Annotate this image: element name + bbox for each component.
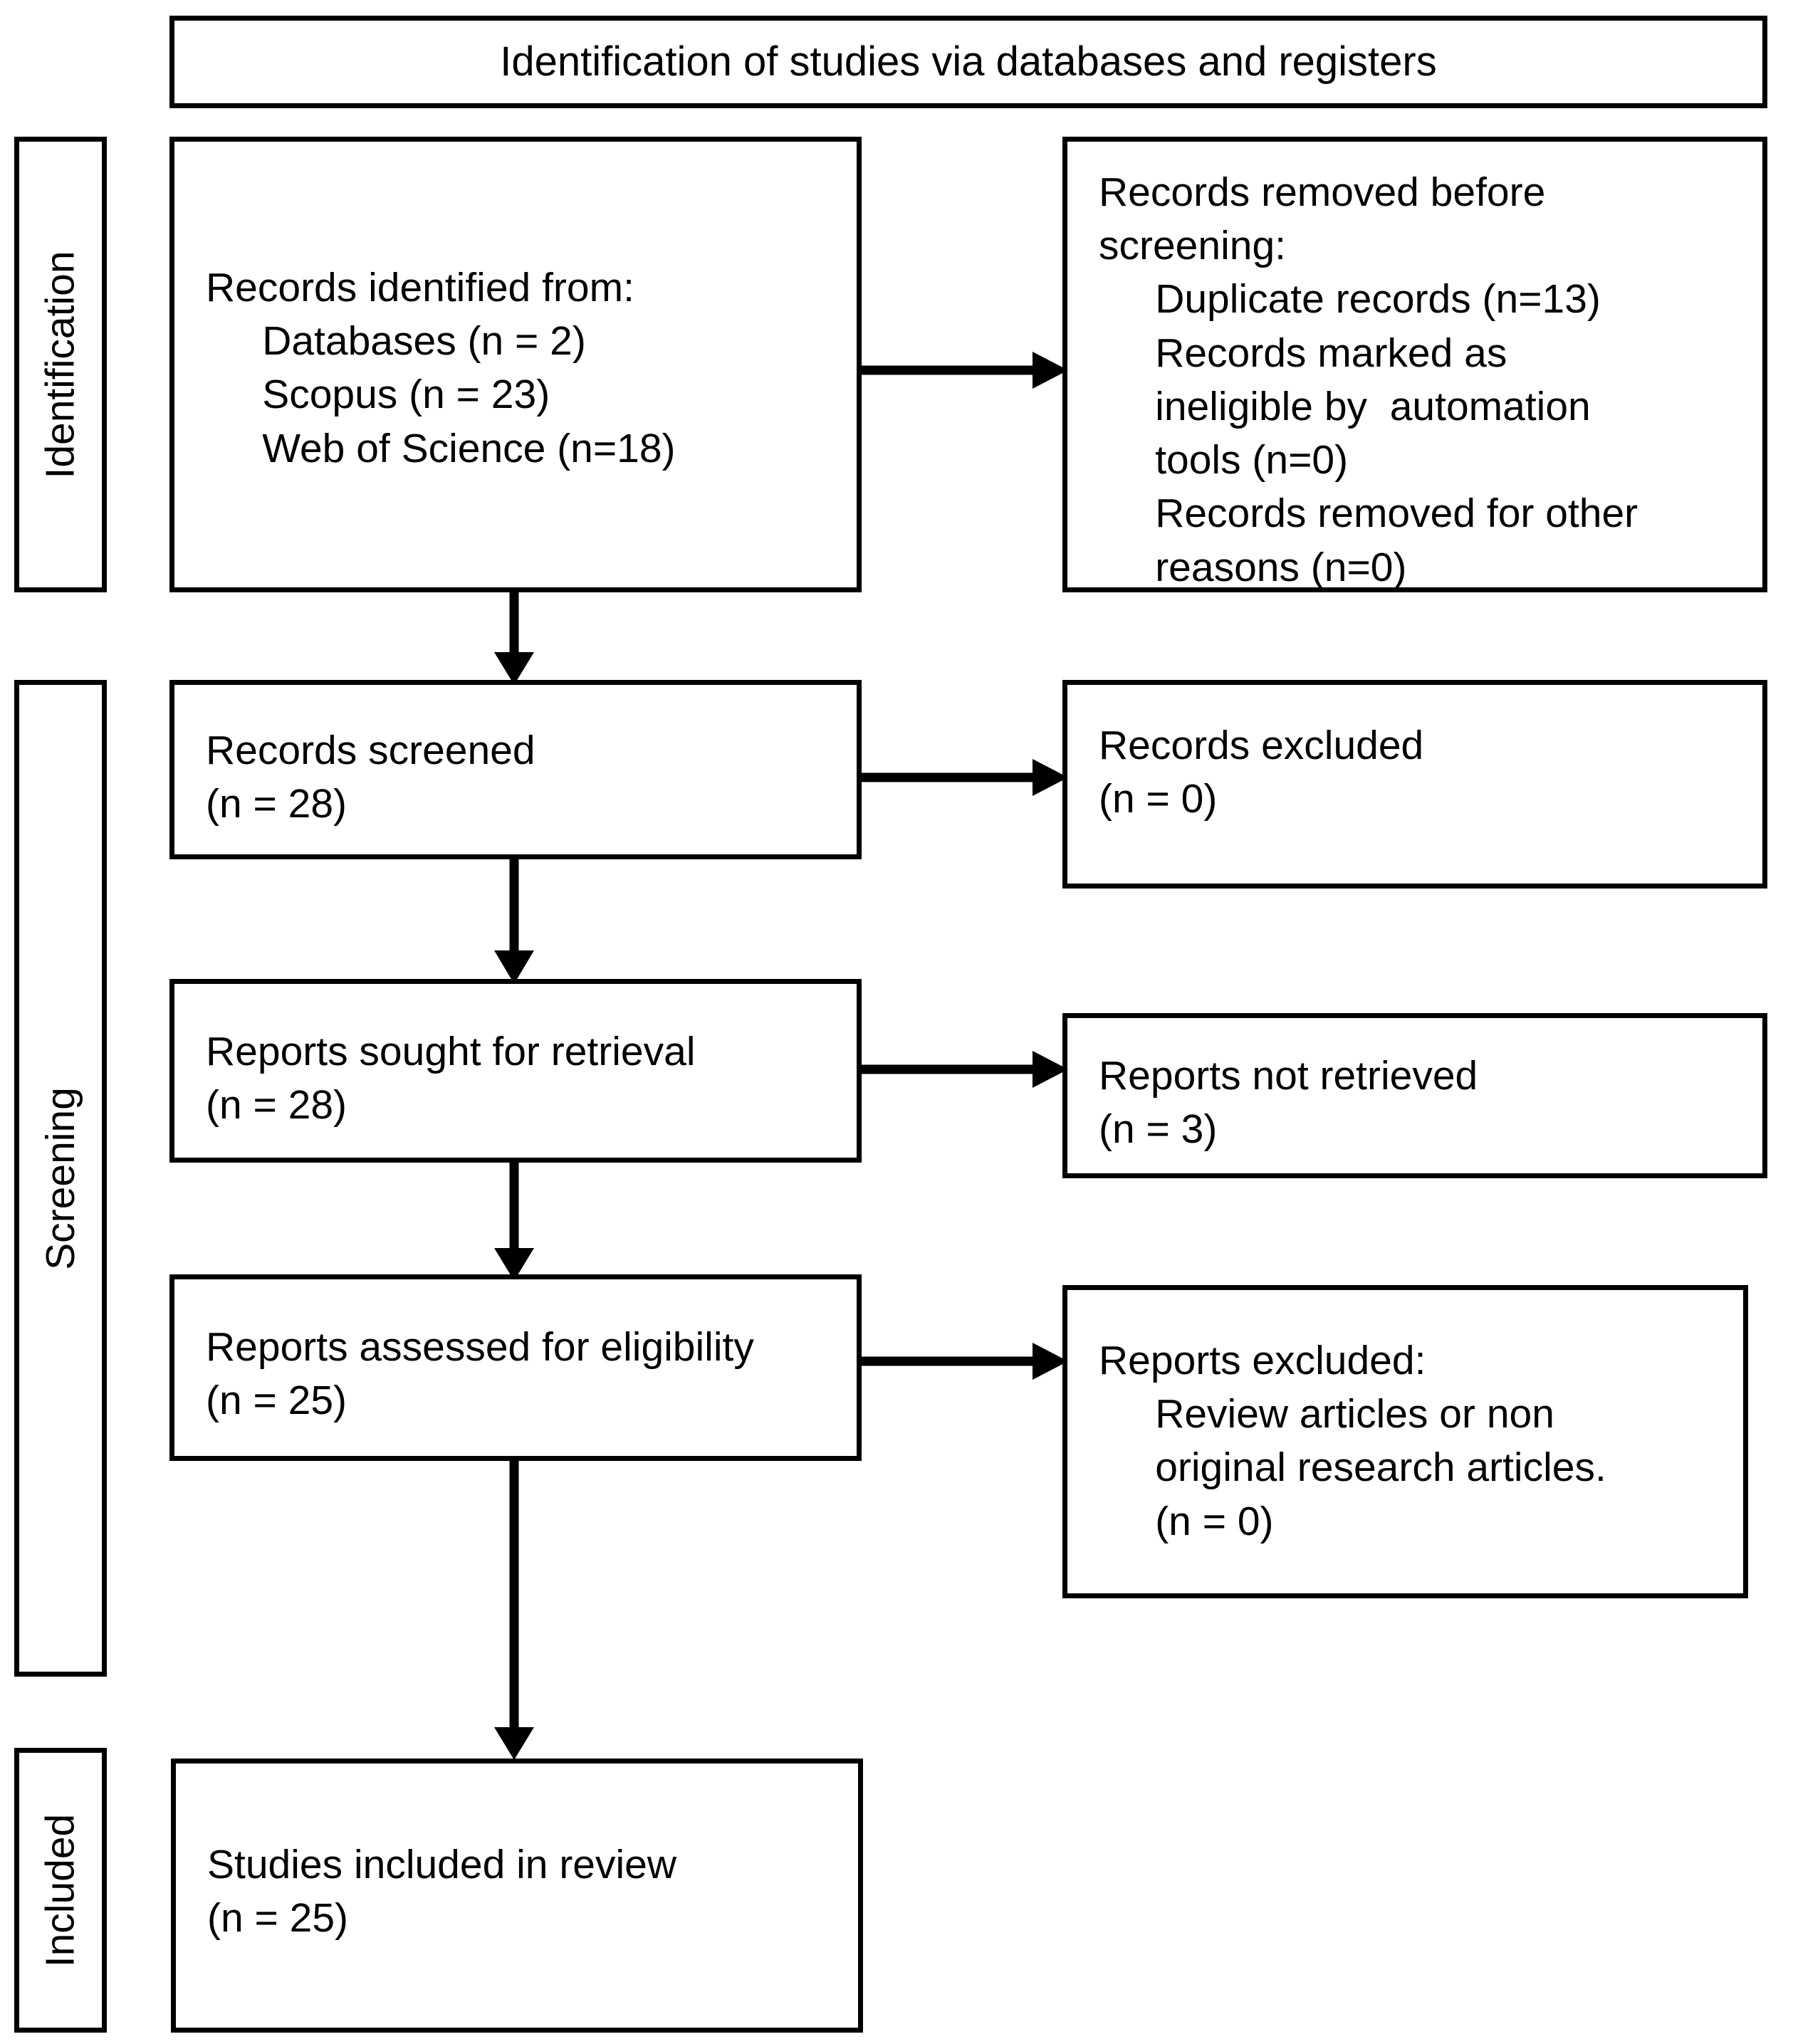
box-reports-not-retrieved: Reports not retrieved (n = 3) [1062,1013,1767,1178]
arrow-assessed-to-included [494,1457,534,1760]
box-records-screened-text: Records screened (n = 28) [206,728,535,827]
box-records-removed-text: Records removed before screening: Duplic… [1099,169,1638,590]
box-records-removed: Records removed before screening: Duplic… [1062,137,1767,592]
box-records-identified: Records identified from: Databases (n = … [169,137,862,592]
box-reports-excluded: Reports excluded: Review articles or non… [1062,1285,1748,1598]
box-records-excluded-text: Records excluded (n = 0) [1099,723,1424,822]
stage-label-included: Included [14,1748,107,2033]
box-reports-assessed: Reports assessed for eligibility (n = 25… [169,1274,862,1461]
stage-label-identification-text: Identification [37,250,83,479]
stage-label-included-text: Included [37,1813,83,1967]
box-studies-included: Studies included in review (n = 25) [171,1759,863,2033]
box-records-screened: Records screened (n = 28) [169,680,862,859]
arrow-assessed-to-excluded [857,1343,1068,1380]
arrow-sought-to-not-retrieved [857,1051,1068,1088]
page-title: Identification of studies via databases … [500,38,1437,85]
box-reports-sought: Reports sought for retrieval (n = 28) [169,979,862,1163]
header-box: Identification of studies via databases … [169,16,1767,108]
stage-label-screening: Screening [14,680,107,1677]
box-reports-sought-text: Reports sought for retrieval (n = 28) [206,1029,696,1128]
stage-label-identification: Identification [14,137,107,592]
box-records-excluded: Records excluded (n = 0) [1062,680,1767,889]
box-studies-included-text: Studies included in review (n = 25) [207,1842,677,1941]
box-reports-assessed-text: Reports assessed for eligibility (n = 25… [206,1324,754,1424]
box-reports-excluded-text: Reports excluded: Review articles or non… [1099,1338,1606,1544]
arrow-identified-to-screened [494,588,534,685]
arrow-screened-to-sought [494,855,534,984]
stage-label-screening-text: Screening [37,1086,83,1270]
arrow-screened-to-excluded [857,759,1068,796]
arrow-identified-to-removed [857,352,1068,389]
box-reports-not-retrieved-text: Reports not retrieved (n = 3) [1099,1053,1478,1153]
box-records-identified-text: Records identified from: Databases (n = … [206,265,676,471]
arrow-sought-to-assessed [494,1158,534,1281]
